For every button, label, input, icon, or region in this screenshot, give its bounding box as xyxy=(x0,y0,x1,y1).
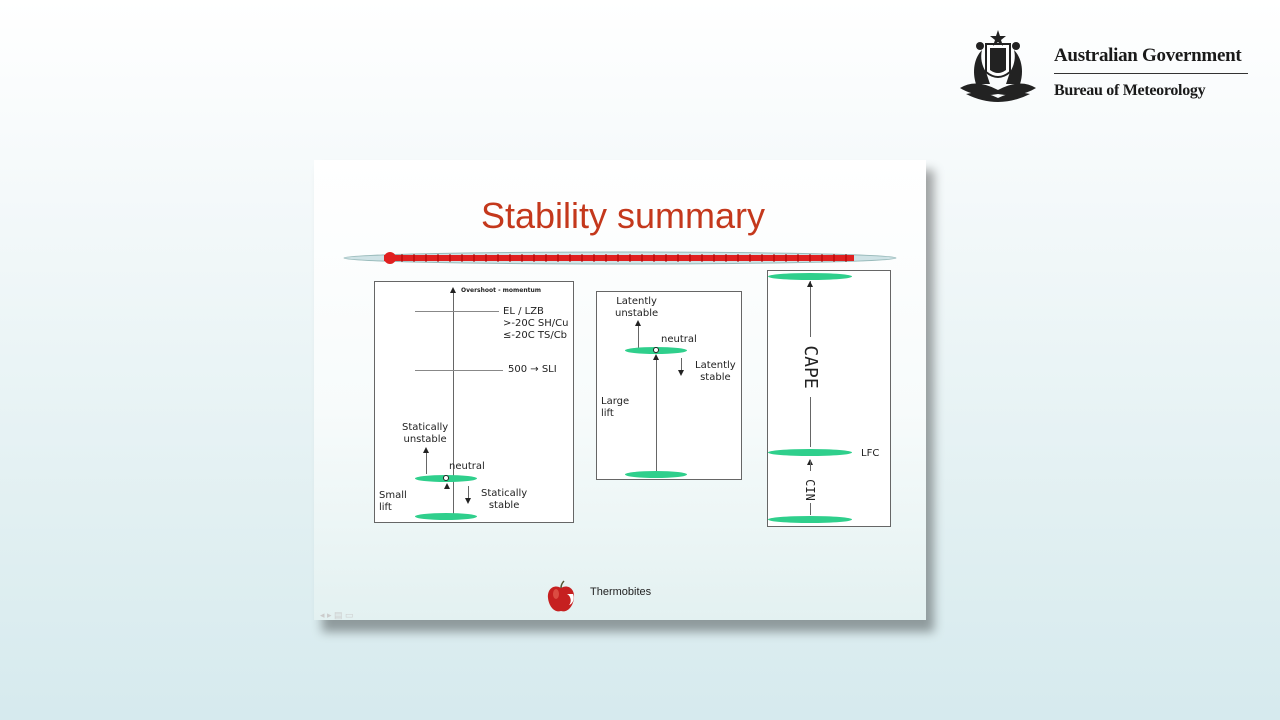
thermometer-icon xyxy=(343,251,897,265)
latently-stable-label: Latently stable xyxy=(695,360,736,384)
small-lift-line1: Small xyxy=(379,490,407,501)
sli-line xyxy=(415,370,503,371)
statically-stable-line1: Statically xyxy=(481,488,528,499)
large-lift-line2: lift xyxy=(601,408,614,419)
el-disk xyxy=(768,273,852,280)
overshoot-label: Overshoot - momentum xyxy=(461,287,542,294)
cape-line-bottom xyxy=(810,397,811,447)
parcel-icon-2 xyxy=(653,347,659,353)
latently-unstable-line1: Latently xyxy=(616,296,657,307)
stable-arrow-icon xyxy=(465,498,471,504)
logo-divider xyxy=(1054,73,1248,74)
government-name: Australian Government xyxy=(1054,45,1242,66)
cape-line-top xyxy=(810,281,811,337)
el-lzb-line xyxy=(415,311,499,312)
ascent-line xyxy=(453,290,454,516)
sh-cu-label: >-20C SH/Cu xyxy=(503,318,569,329)
unstable-arrow-2 xyxy=(638,322,639,348)
stable-arrow-2 xyxy=(681,358,682,372)
large-lift-label: Large lift xyxy=(601,396,629,420)
neutral-label-2: neutral xyxy=(661,334,697,345)
overshoot-arrow-icon xyxy=(450,287,456,293)
panel-cape-cin: CAPE LFC CIN xyxy=(767,270,891,527)
base-disk-3 xyxy=(768,516,852,523)
agency-name: Bureau of Meteorology xyxy=(1054,82,1206,99)
cin-line-bottom xyxy=(810,503,811,515)
unstable-arrow-icon xyxy=(423,447,429,453)
sli-label: 500 → SLI xyxy=(508,364,557,375)
latently-unstable-line2: unstable xyxy=(615,308,659,319)
el-lzb-label: EL / LZB xyxy=(503,306,544,317)
parcel-icon xyxy=(443,475,449,481)
statically-stable-label: Statically stable xyxy=(481,488,527,512)
lfc-disk xyxy=(768,449,852,456)
apple-icon xyxy=(547,580,575,612)
stable-arrow xyxy=(468,486,469,500)
small-lift-line2: lift xyxy=(379,502,392,513)
unstable-arrow xyxy=(426,450,427,474)
statically-unstable-line2: unstable xyxy=(403,434,447,445)
large-lift-line1: Large xyxy=(601,396,630,407)
slide: Stability summary Overshoot - momentum E… xyxy=(314,160,926,620)
statically-unstable-line1: Statically xyxy=(402,422,449,433)
lift-arrow-icon xyxy=(444,483,450,489)
coat-of-arms-icon xyxy=(960,30,1036,102)
cape-arrow-icon xyxy=(807,281,813,287)
panel-static-stability: Overshoot - momentum EL / LZB >-20C SH/C… xyxy=(374,281,574,523)
stable-arrow-2-icon xyxy=(678,370,684,376)
ascent-line-2 xyxy=(656,356,657,474)
lift-arrow-2-icon xyxy=(653,354,659,360)
panel-latent-stability: Latently unstable neutral Latently stabl… xyxy=(596,291,742,480)
slide-title: Stability summary xyxy=(480,195,766,236)
slide-controls-icon[interactable]: ◂ ▸ ▤ ▭ xyxy=(320,610,354,620)
latently-stable-line2: stable xyxy=(700,372,731,383)
statically-stable-line2: stable xyxy=(488,500,520,511)
lfc-label: LFC xyxy=(861,448,880,459)
bom-logo: Australian Government Bureau of Meteorol… xyxy=(946,28,1256,104)
neutral-label-1: neutral xyxy=(449,461,485,472)
ts-cb-label: ≤-20C TS/Cb xyxy=(503,330,568,341)
cape-label: CAPE xyxy=(800,345,821,389)
footer-label: Thermobites xyxy=(590,586,652,598)
unstable-arrow-2-icon xyxy=(635,320,641,326)
base-disk-1 xyxy=(415,513,477,520)
statically-unstable-label: Statically unstable xyxy=(402,422,448,446)
latently-stable-line1: Latently xyxy=(695,360,736,371)
base-disk-2 xyxy=(625,471,687,478)
small-lift-label: Small lift xyxy=(379,490,407,514)
cin-line-top xyxy=(810,461,811,471)
latently-unstable-label: Latently unstable xyxy=(615,296,658,320)
